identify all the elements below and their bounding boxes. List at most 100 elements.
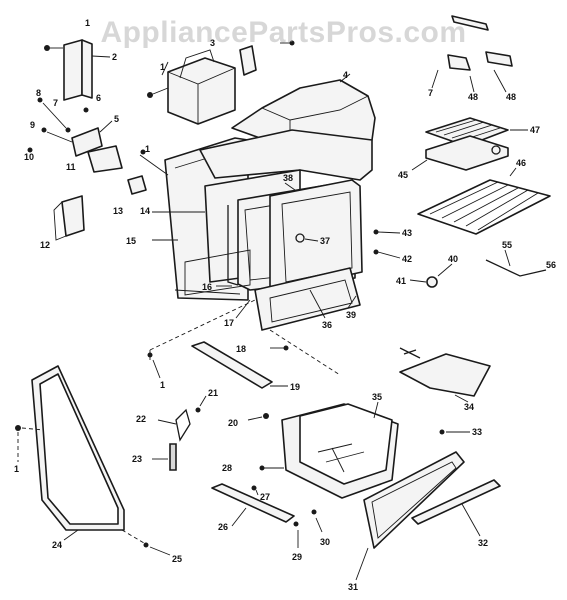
screw-part-1-mid[interactable]	[140, 149, 146, 155]
part-35-drawer[interactable]	[281, 401, 399, 499]
part-11-switch[interactable]	[87, 145, 123, 173]
callout-33: 33	[472, 427, 482, 437]
callout-9: 9	[30, 120, 35, 130]
callout-17: 17	[224, 318, 234, 328]
part-2-bracket[interactable]	[63, 39, 111, 101]
callout-28: 28	[222, 463, 232, 473]
callout-7: 7	[53, 98, 58, 108]
callout-43: 43	[402, 228, 412, 238]
callout-41: 41	[396, 276, 406, 286]
callout-27: 27	[260, 492, 270, 502]
callout-4: 4	[343, 70, 348, 80]
callout-20: 20	[228, 418, 238, 428]
callout-1e: 1	[160, 380, 165, 390]
callout-40: 40	[448, 254, 458, 264]
callout-26: 26	[218, 522, 228, 532]
part-40-knob[interactable]	[426, 276, 438, 288]
part-9-screw[interactable]	[41, 127, 47, 133]
callout-34: 34	[464, 402, 474, 412]
callout-1c: 1	[145, 144, 150, 154]
callout-37: 37	[320, 236, 330, 246]
part-26-rail[interactable]	[211, 483, 295, 523]
callout-6: 6	[96, 93, 101, 103]
callout-30: 30	[320, 537, 330, 547]
callout-48a: 48	[468, 92, 478, 102]
part-30-screw[interactable]	[311, 509, 317, 515]
callout-15: 15	[126, 236, 136, 246]
part-10-screw[interactable]	[27, 147, 33, 153]
part-31-drawer-front[interactable]	[355, 451, 465, 581]
callout-25: 25	[172, 554, 182, 564]
part-19-strip[interactable]	[191, 341, 288, 389]
callout-1b: 1	[160, 62, 165, 72]
part-6-screw[interactable]	[83, 107, 89, 113]
part-13-clip[interactable]	[127, 175, 147, 195]
callout-31: 31	[348, 582, 358, 592]
small-bracket[interactable]	[239, 45, 257, 76]
part-48-bracket-left[interactable]	[447, 54, 471, 71]
part-24-side-panel[interactable]	[31, 365, 125, 541]
part-32-trim[interactable]	[411, 479, 501, 525]
part-12-bracket[interactable]	[61, 195, 85, 237]
callout-46: 46	[516, 158, 526, 168]
callout-29: 29	[292, 552, 302, 562]
part-34-shield[interactable]	[399, 347, 491, 403]
part-33-screw[interactable]	[439, 429, 445, 435]
callout-36: 36	[322, 320, 332, 330]
callout-21: 21	[208, 388, 218, 398]
callout-10: 10	[24, 152, 34, 162]
callout-14: 14	[140, 206, 150, 216]
part-20-screw[interactable]	[263, 413, 269, 419]
callout-labels: 1 2 1 3 4 5 6 7 8 9 10 11 12 13 14 15 1 …	[14, 18, 556, 592]
part-45-broiler-pan[interactable]	[411, 135, 509, 171]
callout-2: 2	[112, 52, 117, 62]
callout-22: 22	[136, 414, 146, 424]
part-5-bracket[interactable]	[71, 127, 103, 157]
part-23-pin[interactable]	[169, 443, 177, 471]
part-21-screw[interactable]	[195, 407, 201, 413]
callout-3: 3	[210, 38, 215, 48]
callout-23: 23	[132, 454, 142, 464]
part-7-screw[interactable]	[65, 127, 71, 133]
callout-32: 32	[478, 538, 488, 548]
part-46-oven-rack[interactable]	[417, 167, 551, 235]
callout-45: 45	[398, 170, 408, 180]
callout-56: 56	[546, 260, 556, 270]
callout-16: 16	[202, 282, 212, 292]
part-39-front-frame[interactable]	[254, 267, 361, 331]
callout-1d: 1	[14, 464, 19, 474]
screw-near-part-3[interactable]	[147, 92, 153, 98]
callout-19: 19	[290, 382, 300, 392]
callout-13: 13	[113, 206, 123, 216]
top-right-handle[interactable]	[451, 15, 489, 31]
part-3-cover-box[interactable]	[167, 49, 236, 125]
part-22-hinge[interactable]	[175, 408, 191, 442]
callout-47: 47	[530, 125, 540, 135]
part-8-screw[interactable]	[37, 97, 43, 103]
callout-24: 24	[52, 540, 62, 550]
range-body	[164, 129, 373, 331]
part-27-screw[interactable]	[251, 485, 257, 491]
callout-42: 42	[402, 254, 412, 264]
part-28-screw[interactable]	[259, 465, 265, 471]
part-37-light[interactable]	[295, 233, 305, 243]
callout-5: 5	[114, 114, 119, 124]
pan-knob	[491, 145, 501, 155]
part-25-screw[interactable]	[143, 542, 149, 548]
part-48-bracket-right[interactable]	[485, 51, 513, 67]
part-1-screw[interactable]	[44, 45, 50, 51]
top-screw[interactable]	[289, 40, 295, 46]
callout-12: 12	[40, 240, 50, 250]
part-18-screw[interactable]	[283, 345, 289, 351]
part-56-rod[interactable]	[485, 259, 547, 277]
callout-55: 55	[502, 240, 512, 250]
upper-frame[interactable]	[199, 129, 373, 181]
callout-39: 39	[346, 310, 356, 320]
part-1-lower-screw[interactable]	[147, 352, 153, 358]
part-42-screw[interactable]	[373, 249, 379, 255]
callout-7b: 7	[428, 88, 433, 98]
part-43-screw[interactable]	[373, 229, 379, 235]
left-screw[interactable]	[15, 425, 21, 431]
part-29-screw[interactable]	[293, 521, 299, 527]
